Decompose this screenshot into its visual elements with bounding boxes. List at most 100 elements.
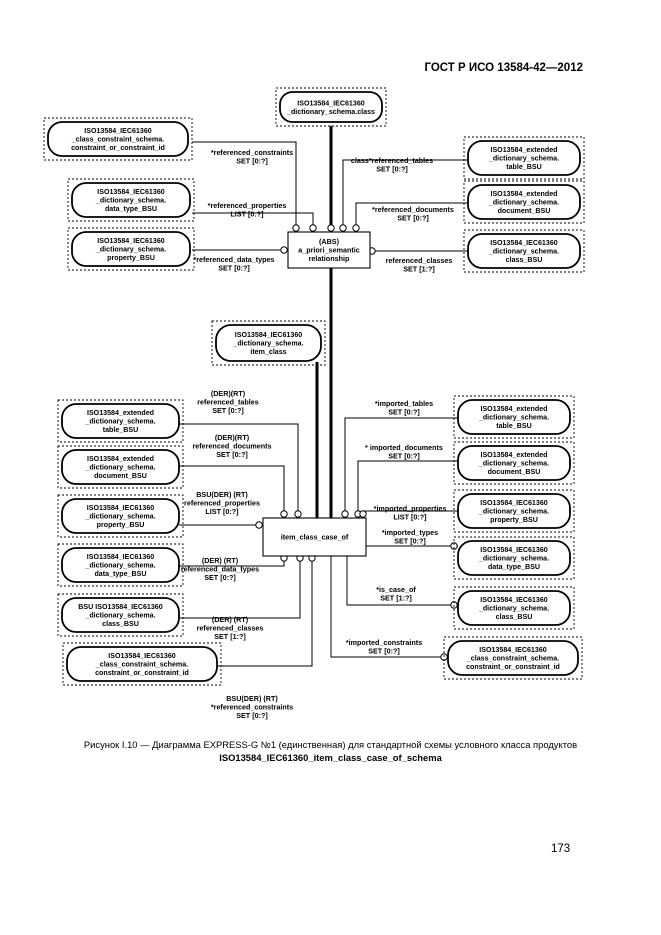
reference-frame-r_property bbox=[453, 489, 575, 533]
attribute-label-l_ref_data_types: referenced_data_types bbox=[181, 565, 259, 574]
figure-caption: Рисунок I.10 — Диаграмма EXPRESS-G №1 (е… bbox=[83, 739, 578, 750]
reference-frame-l_class bbox=[57, 593, 184, 637]
entity-label-main_entity: item_class_case_of bbox=[281, 533, 349, 542]
node-label-property_top: property_BSU bbox=[107, 254, 155, 262]
line-referenced-constraints bbox=[192, 141, 297, 232]
node-label-data_type_top: _dictionary_schema. bbox=[95, 197, 166, 205]
reference-node-item_class_ref bbox=[215, 324, 322, 362]
node-label-class_top_right: class_BSU bbox=[506, 256, 543, 264]
reference-frame-l_property bbox=[57, 494, 184, 538]
document-code-header: ГОСТ Р ИСО 13584-42—2012 bbox=[424, 62, 583, 74]
node-label-l_constraint: ISO13584_IEC61360 bbox=[108, 652, 175, 660]
attribute-label-l_ref_constraints: SET [0:?] bbox=[236, 711, 268, 720]
attribute-label-r_imp_types: *imported_types bbox=[382, 528, 438, 537]
node-label-r_table: ISO13584_extended bbox=[480, 405, 547, 413]
attribute-label-top_ref_constraints: SET [0:?] bbox=[236, 157, 268, 166]
node-label-table_top: _dictionary_schema. bbox=[488, 155, 559, 163]
node-label-l_table: table_BSU bbox=[103, 426, 138, 434]
attribute-label-l_ref_properties: BSU(DER) (RT) bbox=[196, 490, 248, 499]
reference-frame-r_document bbox=[453, 441, 575, 485]
reference-node-r_table bbox=[457, 399, 571, 435]
line-l-referenced-classes bbox=[179, 556, 301, 619]
node-label-data_type_top: ISO13584_IEC61360 bbox=[97, 188, 164, 196]
attribute-label-l_ref_documents: SET [0:?] bbox=[216, 450, 248, 459]
node-label-r_table: _dictionary_schema. bbox=[478, 414, 549, 422]
attribute-label-top_ref_classes: referenced_classes bbox=[386, 256, 453, 265]
attribute-label-l_ref_constraints: BSU(DER) (RT) bbox=[226, 694, 278, 703]
line-referenced-tables bbox=[342, 159, 468, 232]
attribute-label-top_ref_data_types: SET [0:?] bbox=[218, 264, 250, 273]
entity-box-abs_entity bbox=[287, 231, 371, 269]
line-imported-documents bbox=[357, 460, 458, 518]
relationship-end-circle bbox=[309, 224, 317, 232]
line-imported-constraints bbox=[330, 556, 448, 658]
attribute-label-r_imp_documents: * imported_documents bbox=[365, 443, 443, 452]
attribute-label-r_imp_properties: LIST [0:?] bbox=[393, 513, 426, 522]
node-label-r_data_type: _dictionary_schema. bbox=[478, 555, 549, 563]
node-label-item_class_ref: ISO13584_IEC61360 bbox=[235, 331, 302, 339]
reference-node-l_property bbox=[61, 498, 180, 534]
node-label-data_type_top: data_type_BSU bbox=[105, 205, 157, 213]
relationship-end-circle bbox=[255, 521, 263, 529]
node-label-item_class_ref: item_class bbox=[250, 348, 286, 356]
reference-frame-r_constraint bbox=[443, 636, 583, 680]
line-l-referenced-documents bbox=[179, 465, 285, 518]
node-label-l_document: document_BSU bbox=[94, 472, 147, 480]
reference-node-document_top bbox=[467, 184, 581, 220]
reference-frame-table_top bbox=[463, 136, 585, 180]
node-label-property_top: _dictionary_schema. bbox=[95, 246, 166, 254]
node-label-r_property: _dictionary_schema. bbox=[478, 508, 549, 516]
relationship-end-circle bbox=[339, 224, 347, 232]
reference-node-l_constraint bbox=[66, 646, 218, 682]
relationship-end-circle bbox=[450, 542, 458, 550]
node-label-r_class: class_BSU bbox=[496, 613, 533, 621]
reference-node-constraint_top bbox=[47, 121, 189, 157]
reference-frame-constraint_top bbox=[43, 117, 193, 161]
attribute-label-r_imp_properties: *imported_properties bbox=[374, 504, 447, 513]
node-label-r_table: table_BSU bbox=[496, 422, 531, 430]
reference-frame-class_top_right bbox=[463, 229, 585, 273]
node-label-class_ref: ISO13584_IEC61360 bbox=[297, 99, 364, 107]
node-label-document_top: ISO13584_extended bbox=[490, 190, 557, 198]
node-label-l_property: property_BSU bbox=[97, 521, 145, 529]
node-label-item_class_ref: _dictionary_schema. bbox=[232, 340, 303, 348]
entity-label-abs_entity: (ABS) bbox=[319, 237, 340, 246]
attribute-label-top_ref_properties: LIST [0:?] bbox=[230, 210, 263, 219]
attribute-label-top_ref_properties: *referenced_properties bbox=[208, 201, 287, 210]
line-is-case-of bbox=[346, 556, 458, 606]
node-label-r_document: _dictionary_schema. bbox=[478, 460, 549, 468]
attribute-label-top_ref_classes: SET [1:?] bbox=[403, 265, 435, 274]
node-label-r_data_type: ISO13584_IEC61360 bbox=[480, 546, 547, 554]
line-l-referenced-constraints bbox=[179, 556, 313, 667]
attribute-label-l_ref_properties: LIST [0:?] bbox=[205, 507, 238, 516]
attribute-label-r_is_case_of: SET [1:?] bbox=[380, 594, 412, 603]
attribute-label-top_ref_constraints: *referenced_constraints bbox=[211, 148, 293, 157]
attribute-label-l_ref_data_types: SET [0:?] bbox=[204, 573, 236, 582]
node-label-class_top_right: _dictionary_schema. bbox=[488, 248, 559, 256]
node-label-constraint_top: ISO13584_IEC61360 bbox=[84, 127, 151, 135]
node-label-constraint_top: _class_constraint_schema. bbox=[71, 136, 164, 144]
attribute-label-top_ref_tables: SET [0:?] bbox=[376, 165, 408, 174]
relationship-end-circle bbox=[359, 510, 367, 518]
reference-node-r_class bbox=[457, 590, 571, 626]
figure-schema-name: ISO13584_IEC61360_item_class_case_of_sch… bbox=[219, 752, 442, 763]
relationship-end-circle bbox=[280, 246, 288, 254]
attribute-label-top_ref_documents: *referenced_documents bbox=[372, 205, 454, 214]
reference-node-class_ref bbox=[279, 91, 383, 123]
attribute-label-l_ref_data_types: (DER) (RT) bbox=[202, 556, 239, 565]
node-label-r_data_type: data_type_BSU bbox=[488, 563, 540, 571]
reference-frame-l_data_type bbox=[57, 543, 184, 587]
reference-node-r_document bbox=[457, 445, 571, 481]
reference-node-r_property bbox=[457, 493, 571, 529]
attribute-label-l_ref_constraints: *referenced_constraints bbox=[211, 703, 293, 712]
node-label-constraint_top: constraint_or_constraint_id bbox=[71, 144, 165, 152]
node-label-l_class: class_BSU bbox=[102, 620, 139, 628]
node-label-r_class: ISO13584_IEC61360 bbox=[480, 596, 547, 604]
entity-box-main_entity bbox=[262, 517, 367, 557]
attribute-label-r_imp_types: SET [0:?] bbox=[394, 537, 426, 546]
attribute-label-l_ref_documents: (DER)(RT) bbox=[215, 433, 250, 442]
reference-frame-l_table bbox=[57, 399, 184, 443]
supertype-end-circle bbox=[327, 224, 335, 232]
attribute-label-r_imp_constraints: *imported_constraints bbox=[346, 638, 422, 647]
attribute-label-l_ref_properties: referenced_properties bbox=[184, 499, 260, 508]
